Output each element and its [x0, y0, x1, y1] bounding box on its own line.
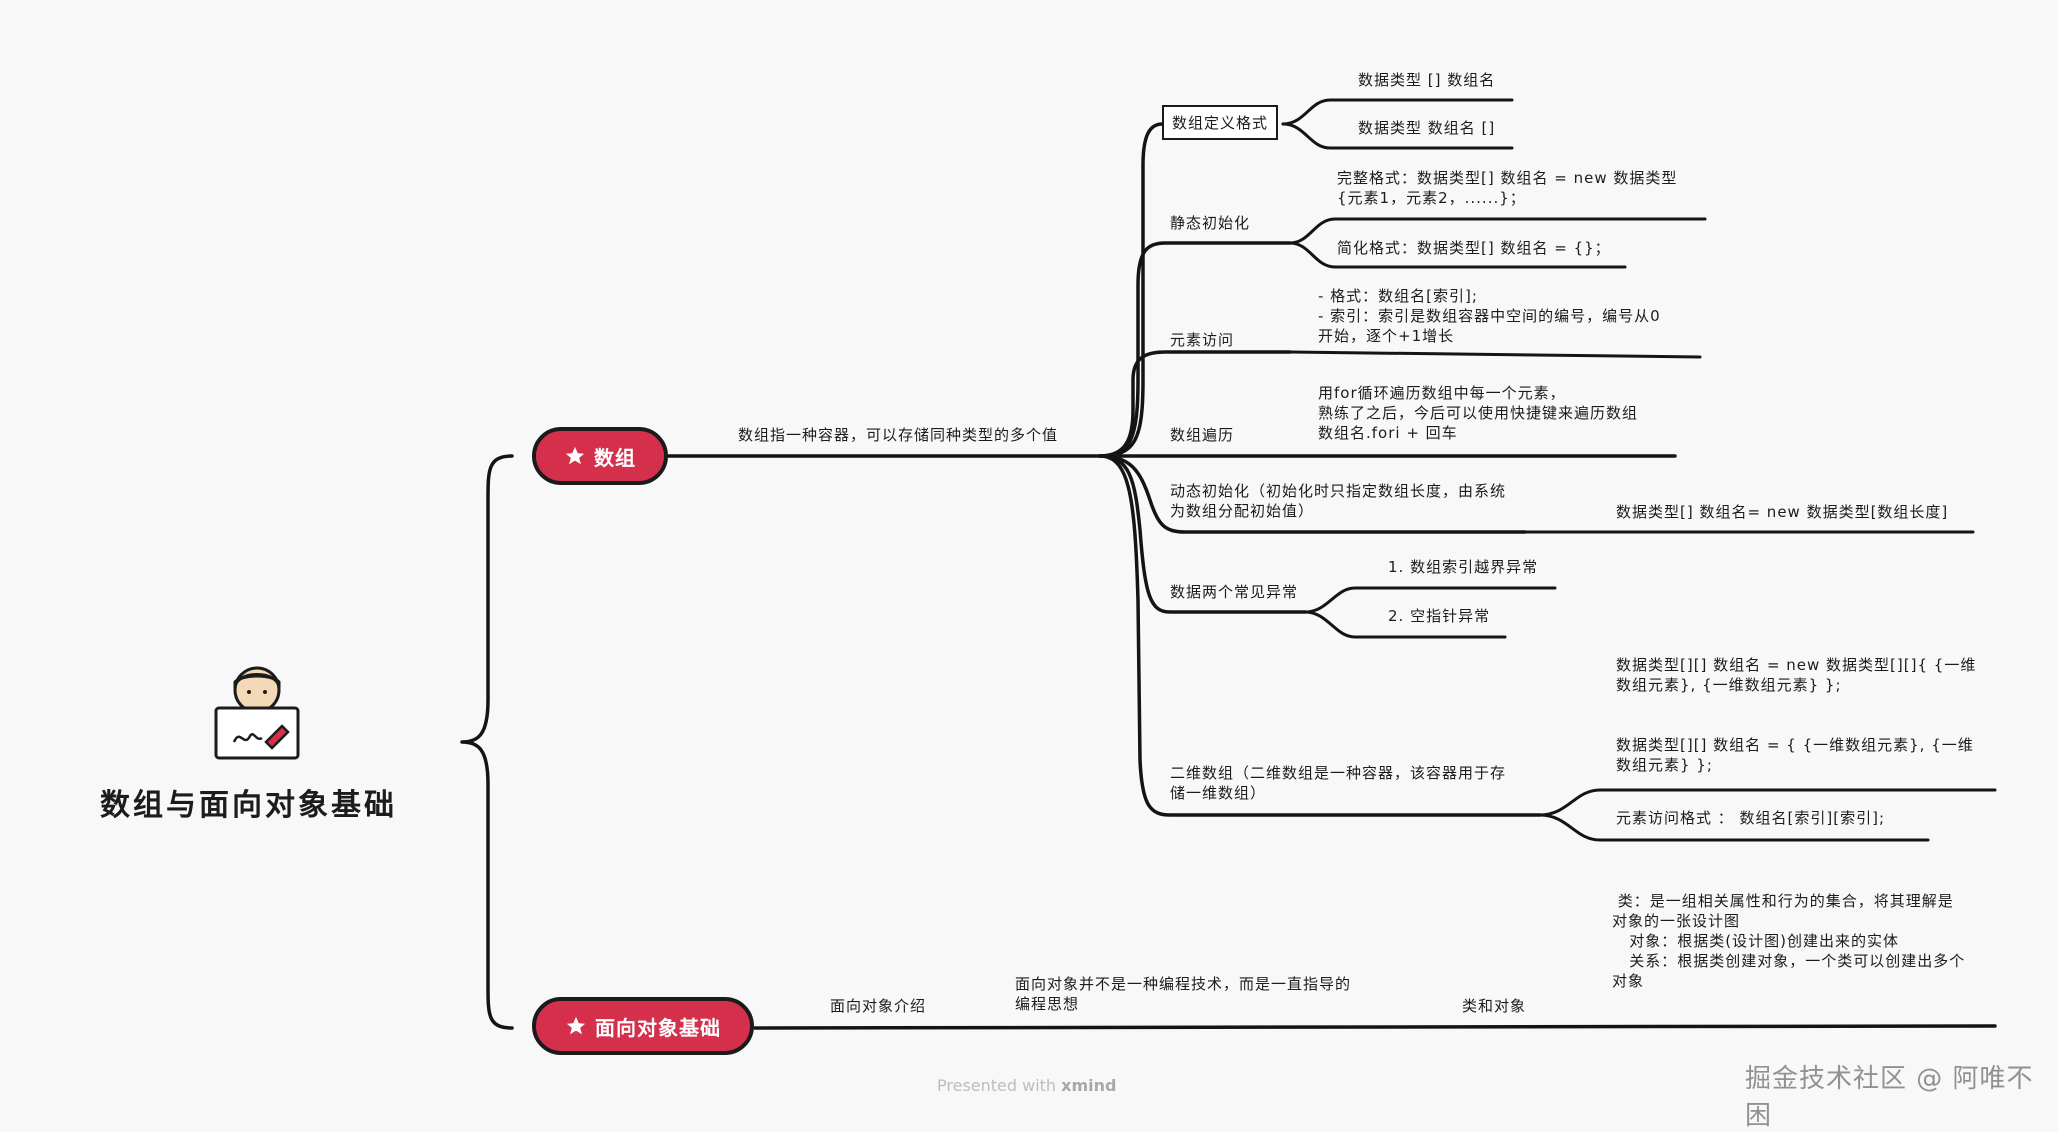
exception-item: 2. 空指针异常 [1388, 607, 1491, 625]
exception-item: 1. 数组索引越界异常 [1388, 558, 1539, 576]
exceptions-node[interactable]: 数据两个常见异常 [1170, 583, 1299, 601]
definition-format-item: 数据类型 [] 数组名 [1358, 71, 1496, 89]
watermark: 掘金技术社区 @ 阿唯不困 [1745, 1064, 2034, 1131]
oop-intro-node[interactable]: 面向对象介绍 [830, 997, 927, 1015]
star-icon [565, 446, 585, 465]
element-access-node[interactable]: 元素访问 [1170, 331, 1235, 349]
footer-prefix: Presented with [937, 1076, 1062, 1095]
two-dim-item: 元素访问格式 ： 数组名[索引][索引]; [1616, 809, 1885, 827]
two-dim-item: 数据类型[][] 数组名 = { {一维数组元素}, {一维 数组元素} }; [1616, 736, 1974, 774]
dynamic-init-node[interactable]: 动态初始化（初始化时只指定数组长度，由系统 为数组分配初始值） [1170, 482, 1507, 520]
oop-trunk [753, 1024, 1997, 1030]
presented-with-footer: Presented with xmind [937, 1076, 1116, 1095]
xmind-brand: xmind [1061, 1076, 1117, 1095]
class-object-node[interactable]: 类和对象 [1462, 997, 1527, 1015]
traverse-text: 用for循环遍历数组中每一个元素， 熟练了之后，今后可以使用快捷键来遍历数组 数… [1318, 384, 1639, 442]
static-init-simple: 简化格式：数据类型[] 数组名 = {}； [1337, 239, 1611, 257]
oop-node-label: 面向对象基础 [595, 1015, 721, 1040]
oop-node[interactable]: 面向对象基础 [532, 997, 754, 1055]
root-bracket [460, 454, 514, 1030]
array-node-label: 数组 [594, 445, 636, 470]
dynamic-init-format: 数据类型[] 数组名= new 数据类型[数组长度] [1616, 503, 1949, 521]
definition-format-label: 数组定义格式 [1172, 114, 1269, 132]
oop-intro-desc: 面向对象并不是一种编程技术，而是一直指导的 编程思想 [1015, 975, 1352, 1013]
static-init-full: 完整格式：数据类型[] 数组名 = new 数据类型 {元素1，元素2，....… [1337, 169, 1678, 207]
definition-format-node[interactable]: 数组定义格式 [1162, 105, 1279, 140]
class-object-text: 类：是一组相关属性和行为的集合，将其理解是 对象的一张设计图 对象：根据类(设计… [1612, 892, 1966, 990]
static-init-node[interactable]: 静态初始化 [1170, 214, 1251, 232]
definition-format-item: 数据类型 数组名 [] [1358, 119, 1496, 137]
two-dim-node[interactable]: 二维数组（二维数组是一种容器，该容器用于存 储一维数组） [1170, 764, 1507, 802]
array-node[interactable]: 数组 [532, 427, 668, 485]
root-title: 数组与面向对象基础 [100, 788, 397, 823]
array-description: 数组指一种容器，可以存储同种类型的多个值 [738, 426, 1059, 444]
element-access-text: - 格式：数组名[索引]; - 索引：索引是数组容器中空间的编号，编号从0 开始… [1318, 287, 1661, 345]
traverse-node[interactable]: 数组遍历 [1170, 426, 1235, 444]
person-laptop-icon [214, 666, 300, 760]
star-icon [566, 1016, 586, 1035]
two-dim-item: 数据类型[][] 数组名 = new 数据类型[][]{ {一维 数组元素}, … [1616, 656, 1977, 694]
